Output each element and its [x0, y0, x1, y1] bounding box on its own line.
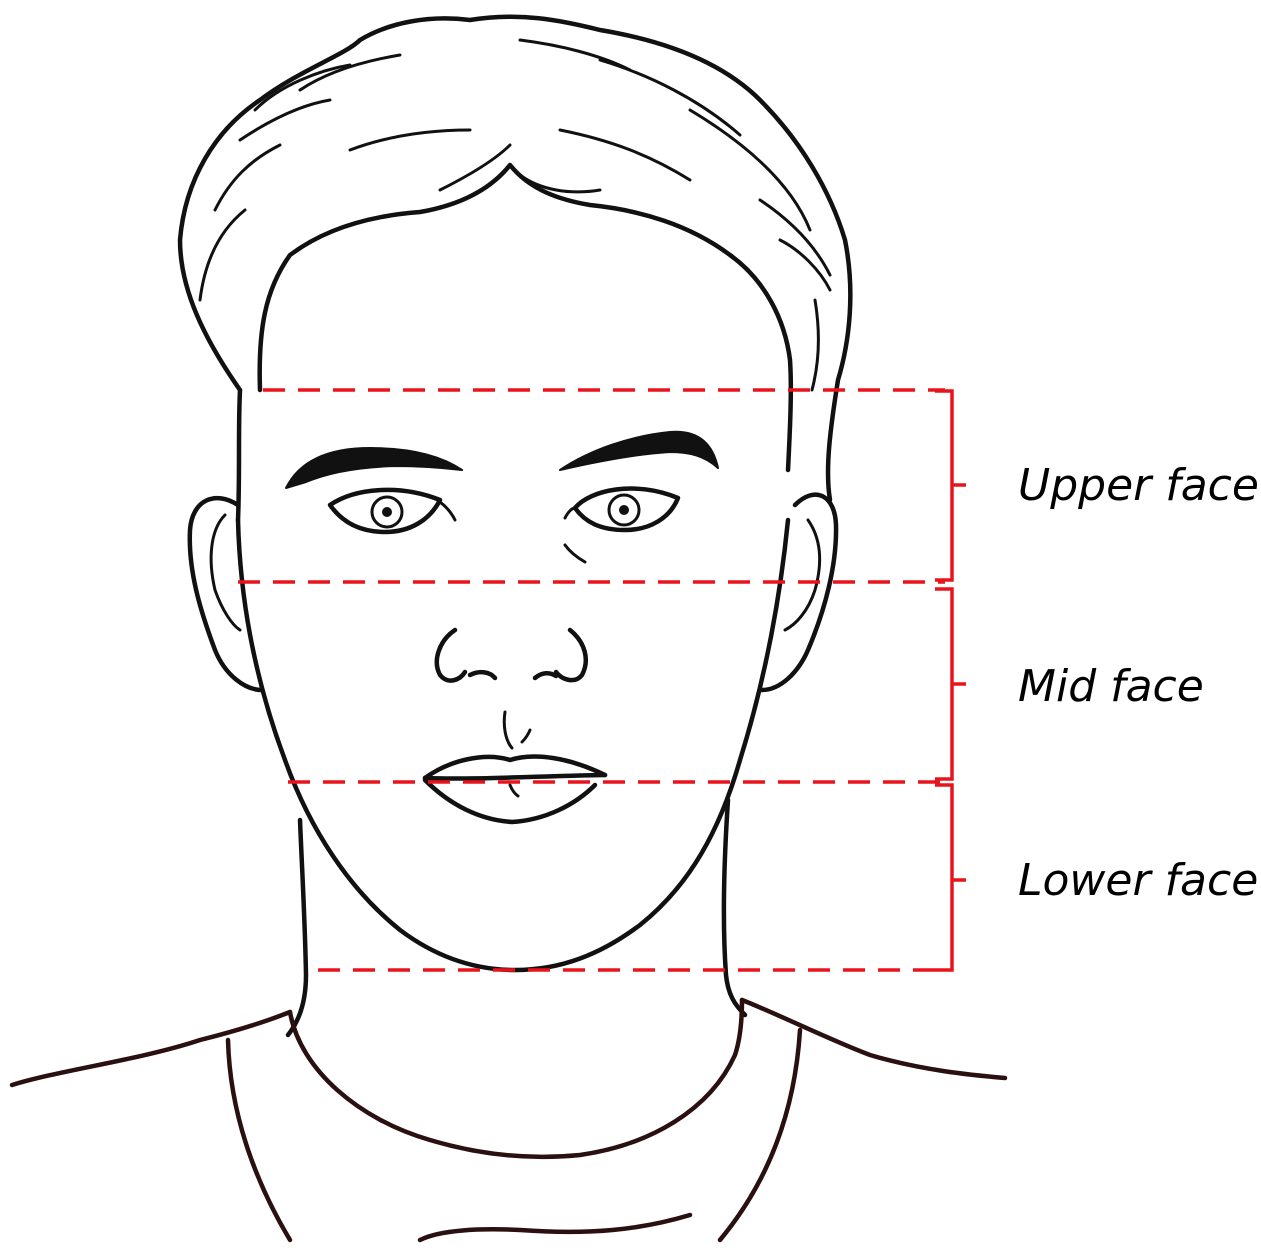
nose [437, 630, 586, 748]
hair [180, 17, 850, 520]
neck [288, 800, 745, 1035]
mid-face-bracket [935, 589, 966, 779]
lower-face-label: Lower face [1018, 859, 1258, 903]
shirt [12, 1000, 1005, 1240]
eyebrows [286, 432, 718, 488]
proportion-guides [238, 390, 966, 970]
face-outline [238, 520, 788, 970]
mid-face-label: Mid face [1018, 665, 1204, 709]
ears [190, 495, 836, 690]
upper-face-bracket [935, 391, 966, 580]
mouth [425, 756, 605, 822]
upper-face-label: Upper face [1018, 464, 1259, 508]
right-eyebrow [560, 432, 718, 470]
left-eyebrow [286, 448, 462, 488]
lower-face-bracket [935, 785, 966, 970]
eyes [330, 489, 678, 562]
